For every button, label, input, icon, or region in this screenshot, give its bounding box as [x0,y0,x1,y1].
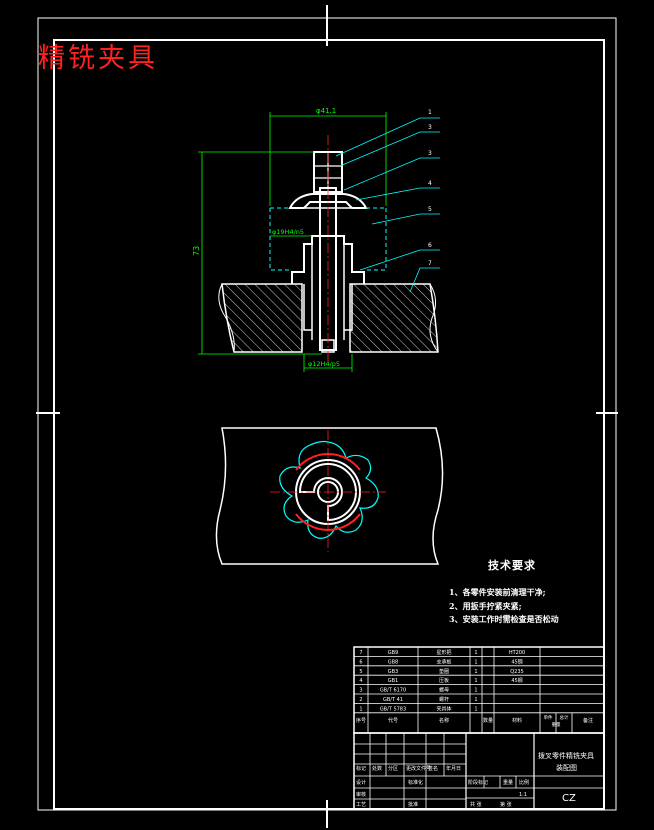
top-view [215,427,444,565]
parts-row-code: GB1 [388,678,399,684]
fixture-body-section [221,283,303,353]
star-knob [279,440,379,539]
dimension-lines [198,112,387,372]
dim-height: 73 [192,246,201,256]
fixture-body-section-right [349,283,439,353]
parts-row-qty: 1 [474,659,477,665]
break-line-right [429,283,439,353]
parts-row-code: GB/T 6170 [380,688,406,694]
tech-requirements-heading: 技术要求 [488,559,536,572]
tb-drawing-sub: 装配图 [556,763,577,772]
parts-row-index: 7 [359,650,362,656]
parts-header-index: 序号 [356,717,366,724]
parts-header-name: 名称 [439,717,449,724]
parts-row-material: 45钢 [511,658,522,665]
parts-row-code: GB/T 5783 [380,706,406,712]
tb-approve: 批准 [408,801,418,808]
tb-sheet-no: 第 张 [500,801,512,808]
tb-sheets: 共 张 [470,801,482,808]
parts-row-qty: 1 [474,706,477,712]
tb-craft: 工艺 [356,802,366,808]
tb-drawing-name: 拨叉零件精铣夹具 [538,751,594,760]
tb-designer: 设计 [356,779,366,786]
tb-count: 处数 [372,765,382,772]
parts-row-name: 压板 [439,677,449,684]
front-section-view: φ41.1 73 φ19H4/n5 φ12H4/p5 1 3 3 4 5 6 7 [192,107,440,372]
title-block-text: 标记 处数 分区 更改文件号 签名 年月日 设计 标准化 阶段标记 重量 比例 … [356,751,594,808]
parts-header-remarks: 备注 [583,717,593,724]
balloon-3: 3 [428,124,432,131]
parts-row-qty: 1 [474,688,477,694]
balloon-3b: 3 [428,150,432,157]
tech-requirement-1: 1、各零件安装前清理干净; [449,587,546,597]
tech-requirement-3: 3、安装工作时需检查是否松动 [449,614,559,624]
parts-row-code: GB3 [388,669,399,675]
dim-bottom-fit: φ12H4/p5 [308,360,340,368]
parts-row-qty: 1 [474,678,477,684]
parts-row-qty: 1 [474,650,477,656]
page-title: 精铣夹具 [38,43,158,74]
parts-row-code: GB9 [388,650,399,656]
tb-sign: 签名 [428,765,438,772]
tb-ratio: 比例 [519,779,529,786]
tb-standardization: 标准化 [408,779,423,786]
sheet-frame [37,17,617,811]
balloon-7: 7 [428,260,432,267]
parts-row-index: 1 [359,706,362,712]
tb-date: 年月日 [446,765,461,772]
parts-row-index: 6 [359,659,362,665]
parts-row-code: GB/T 41 [383,697,403,703]
balloon-6: 6 [428,242,432,249]
title-block [353,732,605,810]
balloon-1: 1 [428,109,432,116]
balloon-4: 4 [428,180,432,187]
bore [303,284,353,331]
part-balloons: 1 3 3 4 5 6 7 [428,109,432,267]
parts-row-name: 支承板 [436,658,451,665]
parts-header-code: 代号 [388,717,398,724]
parts-row-qty: 1 [474,697,477,703]
open-washer [298,463,357,522]
parts-row-index: 4 [359,678,362,684]
sleeve-inner [311,244,345,340]
tb-drawing-code: CZ [562,793,576,804]
balloon-5: 5 [428,206,432,213]
parts-header-total: 总计 [560,714,569,721]
parts-row-name: 夹具体 [436,705,451,712]
part-leaders [335,117,440,293]
dim-mid-fit: φ19H4/n5 [272,228,304,236]
parts-row-index: 3 [359,688,362,694]
top-view-body [215,427,444,565]
tb-weight: 重量 [503,779,513,786]
tech-requirement-2: 2、用扳手拧紧夹紧; [449,601,522,611]
parts-row-material: 45钢 [511,677,522,684]
break-line-left [218,283,235,353]
tb-stage: 阶段标记 [468,779,488,786]
parts-row-name: 螺母 [439,687,449,694]
dim-top-diameter: φ41.1 [316,107,336,115]
tb-review: 审核 [356,791,366,798]
parts-header-unit: 单件 [544,714,553,721]
parts-row-index: 5 [359,669,362,675]
tb-mark: 标记 [356,765,366,772]
parts-row-name: 螺杆 [439,696,449,703]
parts-header-qty: 数量 [483,717,493,724]
parts-row-index: 2 [359,697,362,703]
tb-scale: 1:1 [519,792,527,798]
tb-change: 更改文件号 [406,765,431,772]
support-sleeve [291,235,365,284]
parts-row-material: Q235 [510,669,523,675]
tb-zone: 分区 [388,765,398,772]
parts-header-material: 材料 [512,717,522,724]
parts-row-qty: 1 [474,669,477,675]
parts-row-material: HT200 [509,650,525,656]
parts-row-name: 垫圈 [439,668,449,675]
parts-row-name: 星形把 [436,649,451,656]
centering-marks [36,5,618,828]
parts-header-weight: 重量 [552,721,561,728]
parts-row-code: GB8 [388,659,399,665]
